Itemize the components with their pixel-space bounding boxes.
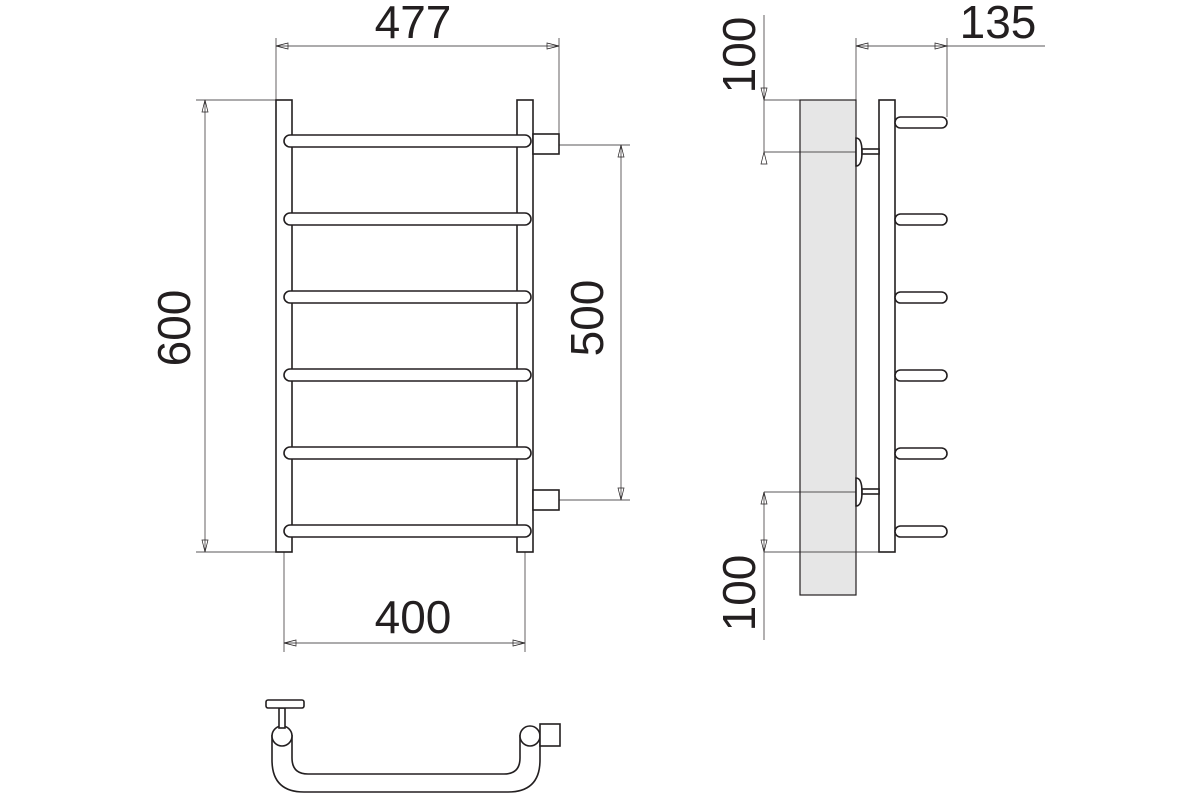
overall-width-label: 477 [375, 0, 452, 48]
top-view-rail-outer [271, 735, 541, 793]
top-view-wall-plate [265, 699, 305, 709]
dimension-bottom-100: 100 [713, 491, 879, 640]
left-upright [275, 99, 293, 553]
top-view [265, 699, 561, 793]
side-rungs [894, 116, 948, 538]
top-view-bracket-stem [278, 707, 286, 729]
front-rung [283, 446, 532, 460]
side-rung [894, 213, 948, 226]
wall-bracket-top [855, 137, 880, 167]
dimension-477: 477 [275, 0, 560, 134]
wall-offset-label: 135 [960, 0, 1037, 48]
front-rungs [283, 134, 532, 538]
wall-section [799, 99, 857, 596]
overall-height-label: 600 [148, 290, 200, 367]
right-upright [516, 99, 534, 553]
front-rung [283, 134, 532, 148]
top-clearance-label: 100 [713, 17, 765, 94]
front-rung [283, 290, 532, 304]
front-rung [283, 212, 532, 226]
rail-width-label: 400 [375, 591, 452, 643]
front-rung [283, 524, 532, 538]
dimension-400: 400 [283, 552, 526, 652]
bottom-clearance-label: 100 [713, 555, 765, 632]
wall-bracket-bottom [855, 477, 880, 507]
top-view-rail-inner [291, 735, 521, 775]
top-view-connection [539, 723, 561, 747]
side-rung [894, 525, 948, 538]
bottom-connection-nipple [532, 489, 560, 511]
top-connection-nipple [532, 133, 560, 155]
dimension-500: 500 [559, 144, 630, 501]
top-view-left-post [271, 725, 293, 747]
dimension-top-100: 100 [713, 15, 856, 165]
dimension-135: 135 [855, 0, 1045, 117]
front-view: 477 600 500 400 [148, 0, 630, 652]
top-view-right-post [519, 725, 541, 747]
front-rung [283, 368, 532, 382]
center-distance-label: 500 [561, 280, 613, 357]
side-upright [878, 99, 896, 553]
side-view: 135 100 100 [713, 0, 1045, 640]
side-rung [894, 291, 948, 304]
side-rung [894, 369, 948, 382]
side-rung [894, 116, 948, 129]
dimension-600: 600 [148, 99, 276, 553]
side-rung [894, 447, 948, 460]
